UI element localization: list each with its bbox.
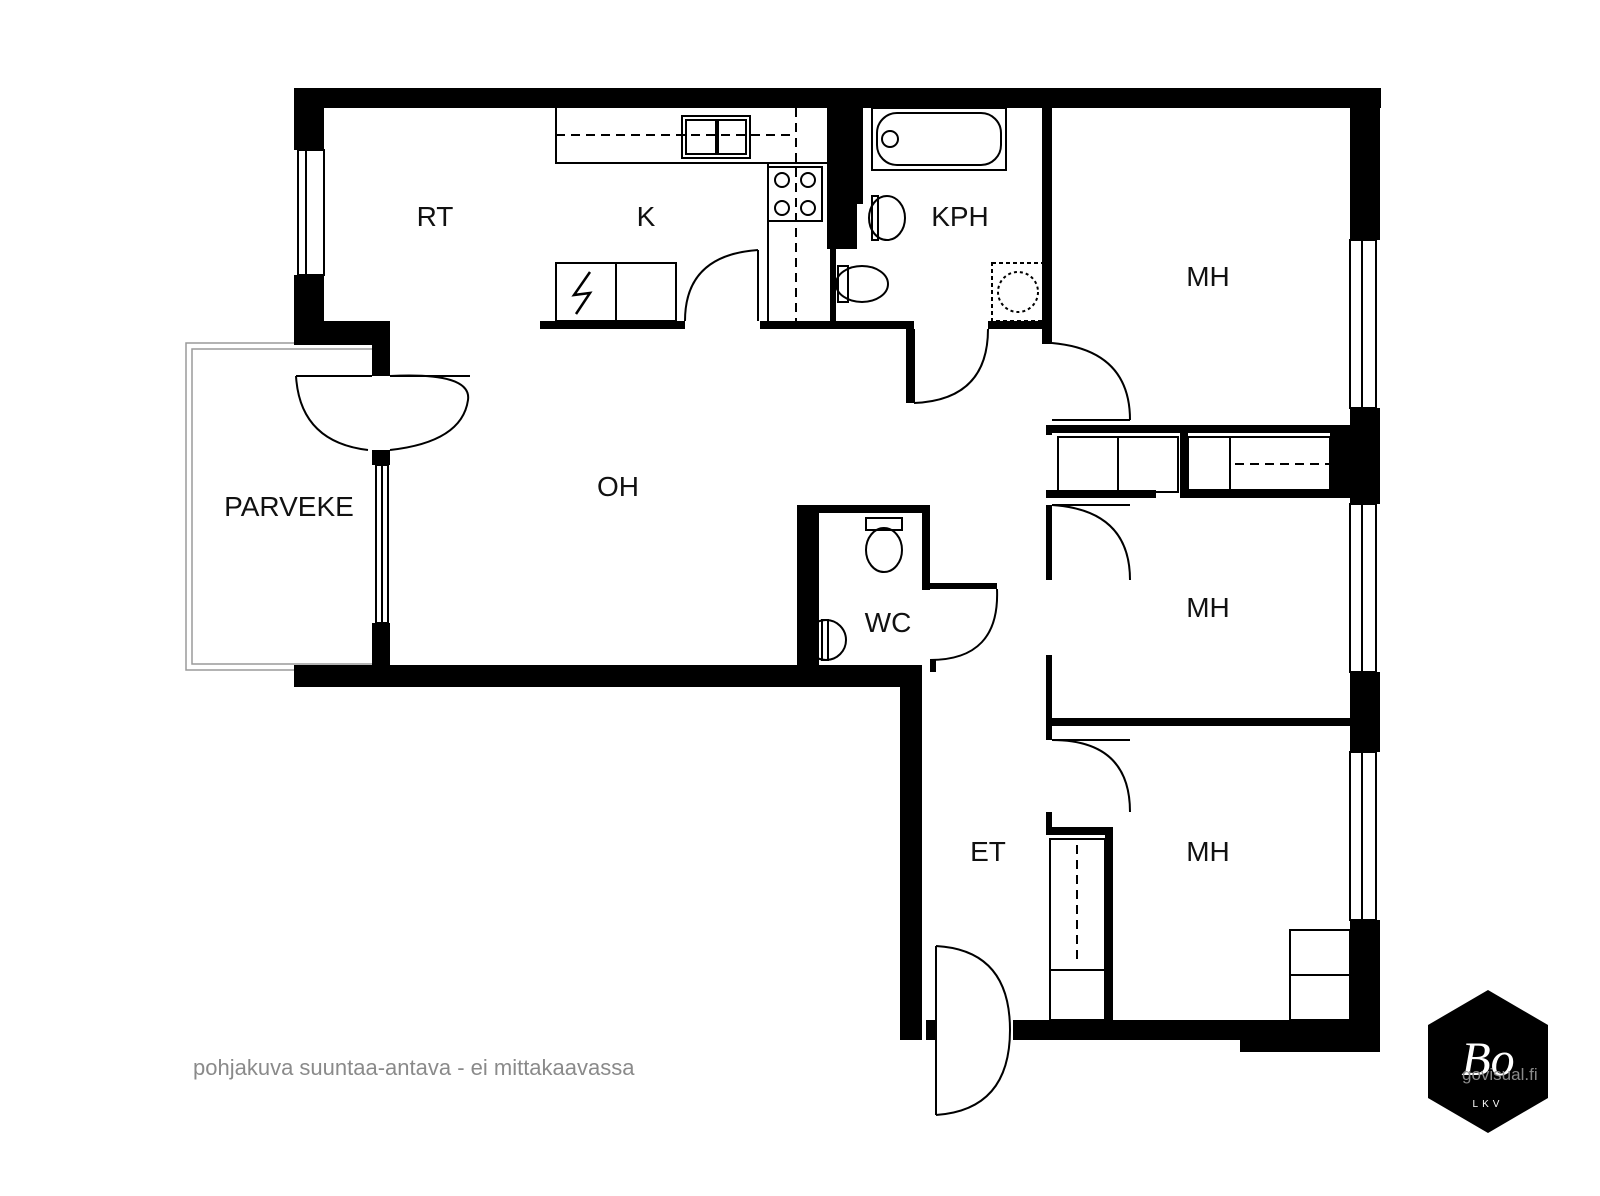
disclaimer-caption: pohjakuva suuntaa-antava - ei mittakaava… [193,1055,635,1080]
room-label-parveke: PARVEKE [224,491,354,522]
room-label-kph: KPH [931,201,989,232]
bo-lkv-logo: Bo LKV [1428,990,1548,1133]
logo-mark: Bo [1461,1033,1514,1086]
room-label-mh-mid: MH [1186,592,1230,623]
room-label-oh: OH [597,471,639,502]
balcony-outline [185,342,372,671]
doors [295,249,1131,1116]
credit-text: govisual.fi [1462,1065,1538,1084]
room-label-rt: RT [417,201,454,232]
room-label-wc: WC [865,607,912,638]
fixtures [555,107,1351,1021]
room-label-k: K [637,201,656,232]
room-label-mh-top: MH [1186,261,1230,292]
logo-sub: LKV [1473,1099,1504,1110]
room-label-et: ET [970,836,1006,867]
windows [297,149,1377,921]
room-labels: RT K KPH MH PARVEKE OH WC MH ET MH [224,201,1230,867]
walls [294,88,1381,1052]
room-label-mh-bottom: MH [1186,836,1230,867]
